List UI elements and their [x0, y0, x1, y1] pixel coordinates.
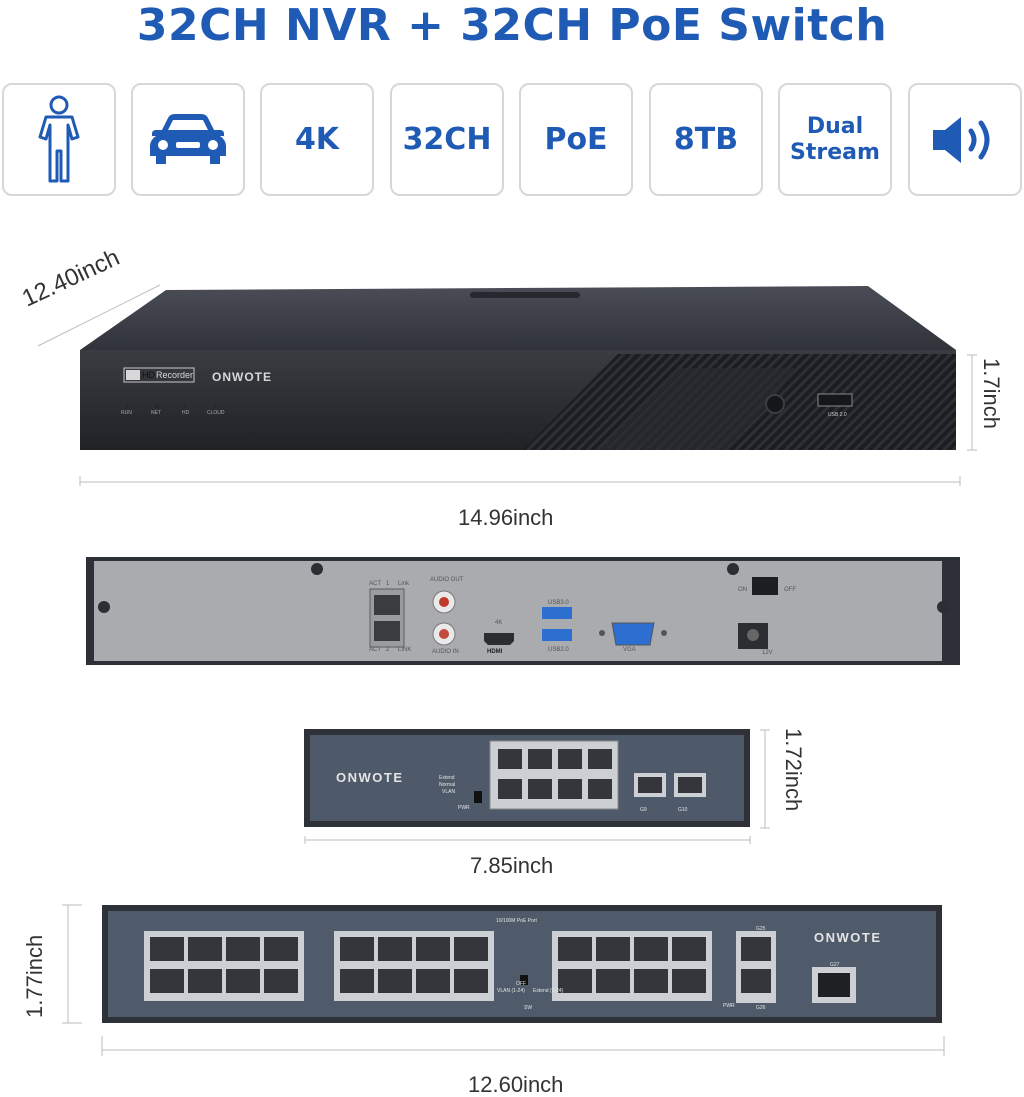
switch-off-label: OFF — [784, 587, 796, 593]
port2-label: 2 — [386, 647, 390, 653]
led-net: NET — [151, 410, 161, 416]
uplink-g9-label: G9 — [640, 807, 647, 813]
switch-on-label: ON — [738, 587, 747, 593]
person-icon — [38, 95, 80, 182]
feature-32ch: 32CH — [390, 83, 504, 196]
small-switch-panel — [304, 729, 750, 827]
mode-vlan: VLAN — [442, 789, 456, 795]
nvr-width-label: 14.96inch — [458, 505, 554, 530]
nvr-front-brand: ONWOTE — [212, 370, 272, 384]
usb-front-label: USB 2.0 — [828, 412, 847, 418]
small-switch-brand: ONWOTE — [336, 770, 404, 785]
mode-normal: Normal — [439, 782, 456, 788]
large-switch-height-label: 1.77inch — [22, 934, 47, 1018]
dual-label: Dual — [806, 113, 864, 139]
vga-label: VGA — [623, 647, 636, 653]
small-switch-width-label: 7.85inch — [470, 853, 554, 878]
feature-4k: 4K — [260, 83, 374, 196]
nvr-front-panel — [80, 286, 956, 450]
stream-label: Stream — [790, 139, 880, 165]
feature-audio — [908, 83, 1022, 196]
hdmi-label: HDMI — [487, 649, 503, 655]
large-switch-width-label: 12.60inch — [468, 1072, 564, 1097]
usb20-label: USB2.0 — [548, 647, 569, 653]
large-switch-brand: ONWOTE — [814, 930, 882, 945]
feature-poe: PoE — [519, 83, 633, 196]
port1-label: 1 — [386, 581, 390, 587]
uplink-g26-label: G26 — [756, 1005, 766, 1011]
large-off-label: OFF — [516, 981, 526, 987]
uplink-g27-label: G27 — [830, 962, 840, 968]
feature-vehicle-detection — [131, 83, 245, 196]
small-switch-pwr: PWR — [458, 805, 470, 811]
act-label-top: ACT — [369, 581, 381, 587]
audio-in-label: AUDIO IN — [432, 649, 459, 655]
hdmi-4k-label: 4K — [495, 620, 503, 626]
led-cloud: CLOUD — [207, 410, 225, 416]
led-hd: HD — [182, 410, 190, 416]
power-12v-label: 12V — [762, 650, 773, 656]
feature-8tb: 8TB — [649, 83, 763, 196]
link-label-top: Link — [398, 581, 410, 587]
audio-out-label: AUDIO OUT — [430, 577, 464, 583]
page-title: 32CH NVR + 32CH PoE Switch — [136, 0, 888, 51]
large-sw-label: SW — [524, 1005, 533, 1011]
large-pwr-label: PWR — [723, 1003, 735, 1009]
feature-person-detection — [2, 83, 116, 196]
nvr-back-panel — [86, 557, 960, 665]
nvr-height-label: 1.7inch — [979, 358, 1004, 429]
large-switch-panel — [102, 905, 942, 1023]
large-switch-header-label: 10/100M PoE Port — [496, 918, 537, 924]
uplink-g25-label: G25 — [756, 926, 766, 932]
usb30-label: USB3.0 — [548, 600, 569, 606]
led-run: RUN — [121, 410, 132, 416]
act-label-bottom: ACT — [369, 647, 381, 653]
speaker-icon — [933, 116, 990, 163]
link-label-bottom: LINK — [398, 647, 412, 653]
mode-extend: Extend — [439, 775, 455, 781]
extend-label: Extend (9-24) — [533, 988, 564, 994]
vlan-label: VLAN (1-24) — [497, 988, 525, 994]
uplink-g10-label: G10 — [678, 807, 688, 813]
car-icon — [150, 113, 226, 164]
small-switch-height-label: 1.72inch — [781, 728, 806, 812]
nvr-badge-recorder: Recorder — [156, 370, 194, 380]
nvr-badge-hd: HD — [142, 370, 155, 380]
